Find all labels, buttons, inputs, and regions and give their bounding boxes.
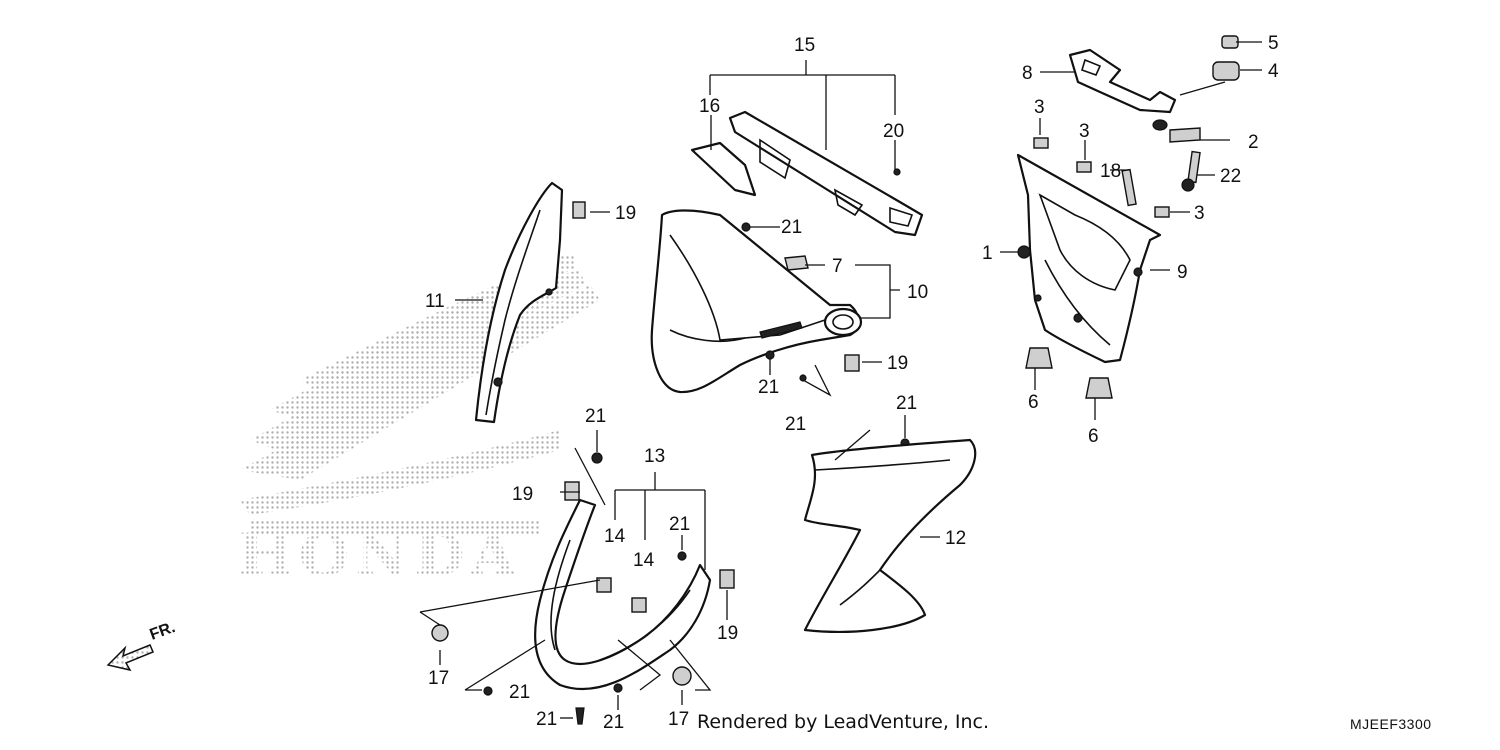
honda-wing-watermark: HONDA bbox=[238, 255, 600, 589]
left-side-cover-11 bbox=[474, 181, 564, 424]
callout-21: 21 bbox=[509, 682, 530, 703]
front-inner-cover-10 bbox=[650, 209, 863, 394]
hardware-parts bbox=[431, 35, 1240, 725]
callout-3: 3 bbox=[1194, 203, 1205, 224]
callout-1: 1 bbox=[982, 243, 993, 264]
callout-13: 13 bbox=[644, 446, 665, 467]
callout-21: 21 bbox=[785, 414, 806, 435]
callout-15: 15 bbox=[794, 35, 815, 56]
callout-2: 2 bbox=[1248, 132, 1259, 153]
callout-19: 19 bbox=[512, 484, 533, 505]
callout-7: 7 bbox=[832, 256, 843, 277]
callout-labels: 1 2 3 3 3 4 5 6 6 7 8 9 10 11 12 13 14 1… bbox=[425, 33, 1279, 733]
watermark-text: HONDA bbox=[238, 521, 522, 589]
callout-12: 12 bbox=[945, 528, 966, 549]
callout-17: 17 bbox=[668, 709, 689, 730]
callout-21: 21 bbox=[603, 712, 624, 733]
front-direction-arrow: FR. bbox=[106, 619, 178, 672]
direction-label: FR. bbox=[148, 619, 178, 644]
callout-21: 21 bbox=[758, 377, 779, 398]
upper-bracket-8 bbox=[1068, 48, 1177, 114]
callout-19: 19 bbox=[717, 623, 738, 644]
callout-21: 21 bbox=[669, 514, 690, 535]
callout-11: 11 bbox=[425, 291, 445, 312]
diagram-code: MJEEF3300 bbox=[1350, 716, 1432, 732]
callout-20: 20 bbox=[883, 121, 904, 142]
lower-front-cover-13 bbox=[534, 498, 712, 691]
leader-lines bbox=[419, 41, 1262, 719]
callout-4: 4 bbox=[1268, 61, 1279, 82]
callout-19: 19 bbox=[615, 203, 636, 224]
callout-21: 21 bbox=[781, 217, 802, 238]
right-side-cover-12 bbox=[803, 438, 977, 633]
callout-14: 14 bbox=[604, 526, 626, 547]
callout-6: 6 bbox=[1088, 426, 1099, 447]
callout-17: 17 bbox=[428, 668, 449, 689]
callout-10: 10 bbox=[907, 282, 928, 303]
callout-5: 5 bbox=[1268, 33, 1279, 54]
callout-14: 14 bbox=[633, 550, 655, 571]
top-bracket-15 bbox=[690, 110, 924, 237]
callout-21: 21 bbox=[896, 393, 917, 414]
inner-frame-9 bbox=[1016, 153, 1162, 364]
callout-21: 21 bbox=[585, 406, 606, 427]
callout-9: 9 bbox=[1177, 262, 1188, 283]
callout-19: 19 bbox=[887, 353, 908, 374]
callout-21: 21 bbox=[536, 709, 557, 730]
callout-8: 8 bbox=[1022, 63, 1033, 84]
callout-22: 22 bbox=[1220, 166, 1241, 187]
credit-text: Rendered by LeadVenture, Inc. bbox=[697, 711, 990, 733]
callout-16: 16 bbox=[699, 96, 720, 117]
callout-6: 6 bbox=[1028, 392, 1039, 413]
callout-3: 3 bbox=[1034, 97, 1045, 118]
callout-3: 3 bbox=[1079, 121, 1090, 142]
callout-18: 18 bbox=[1100, 161, 1121, 182]
